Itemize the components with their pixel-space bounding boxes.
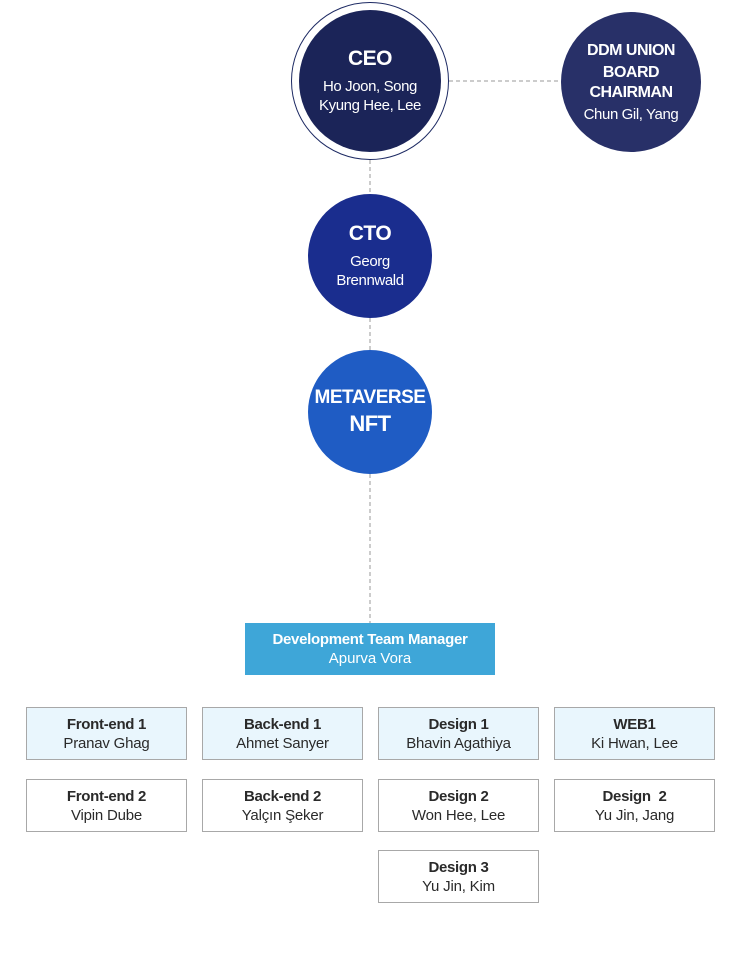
team-member: Ki Hwan, Lee xyxy=(591,734,678,752)
development-team-manager-box: Development Team Manager Apurva Vora xyxy=(245,623,495,675)
team-box-front-end-1: Front-end 1 Pranav Ghag xyxy=(26,707,187,760)
board-role-line-2: BOARD xyxy=(602,63,660,81)
team-title: Front-end 2 xyxy=(66,787,147,805)
team-box-back-end-1: Back-end 1 Ahmet Sanyer xyxy=(202,707,363,760)
team-title: Design 2 xyxy=(428,787,489,805)
team-box-design-2: Design 2 Won Hee, Lee xyxy=(378,779,539,832)
team-box-design-1: Design 1 Bhavin Agathiya xyxy=(378,707,539,760)
ceo-node: CEO Ho Joon, Song Kyung Hee, Lee xyxy=(299,10,441,152)
team-title: Design 2 xyxy=(602,787,667,805)
division-line-1: METAVERSE xyxy=(314,387,426,408)
board-chairman-node: DDM UNION BOARD CHAIRMAN Chun Gil, Yang xyxy=(561,12,701,152)
ceo-name-2: Kyung Hee, Lee xyxy=(319,97,421,114)
cto-name-2: Brennwald xyxy=(336,272,404,289)
team-member: Yalçın Şeker xyxy=(241,806,324,824)
cto-name-1: Georg xyxy=(350,253,390,270)
ceo-name-1: Ho Joon, Song xyxy=(322,78,418,95)
team-title: Back-end 2 xyxy=(243,787,322,805)
team-title: WEB1 xyxy=(613,715,656,733)
team-member: Pranav Ghag xyxy=(63,734,150,752)
team-member: Bhavin Agathiya xyxy=(406,734,511,752)
team-title: Design 3 xyxy=(428,858,489,876)
team-box-design-2-web: Design 2 Yu Jin, Jang xyxy=(554,779,715,832)
board-role-line-3: CHAIRMAN xyxy=(589,83,673,101)
team-title: Front-end 1 xyxy=(66,715,147,733)
cto-node: CTO Georg Brennwald xyxy=(308,194,432,318)
team-box-web1: WEB1 Ki Hwan, Lee xyxy=(554,707,715,760)
board-role-line-1: DDM UNION xyxy=(587,41,675,59)
board-name: Chun Gil, Yang xyxy=(583,105,679,123)
manager-name: Apurva Vora xyxy=(328,650,412,667)
team-member: Yu Jin, Jang xyxy=(594,806,675,824)
team-title: Back-end 1 xyxy=(243,715,322,733)
cto-role: CTO xyxy=(348,222,392,245)
metaverse-nft-node: METAVERSE NFT xyxy=(308,350,432,474)
manager-title: Development Team Manager xyxy=(272,631,468,648)
team-member: Ahmet Sanyer xyxy=(236,734,329,752)
division-line-2: NFT xyxy=(349,411,391,436)
team-box-front-end-2: Front-end 2 Vipin Dube xyxy=(26,779,187,832)
ceo-role: CEO xyxy=(347,47,393,70)
team-member: Vipin Dube xyxy=(70,806,143,824)
team-member: Yu Jin, Kim xyxy=(422,877,495,895)
team-member: Won Hee, Lee xyxy=(411,806,506,824)
team-box-back-end-2: Back-end 2 Yalçın Şeker xyxy=(202,779,363,832)
team-box-design-3: Design 3 Yu Jin, Kim xyxy=(378,850,539,903)
team-title: Design 1 xyxy=(428,715,489,733)
